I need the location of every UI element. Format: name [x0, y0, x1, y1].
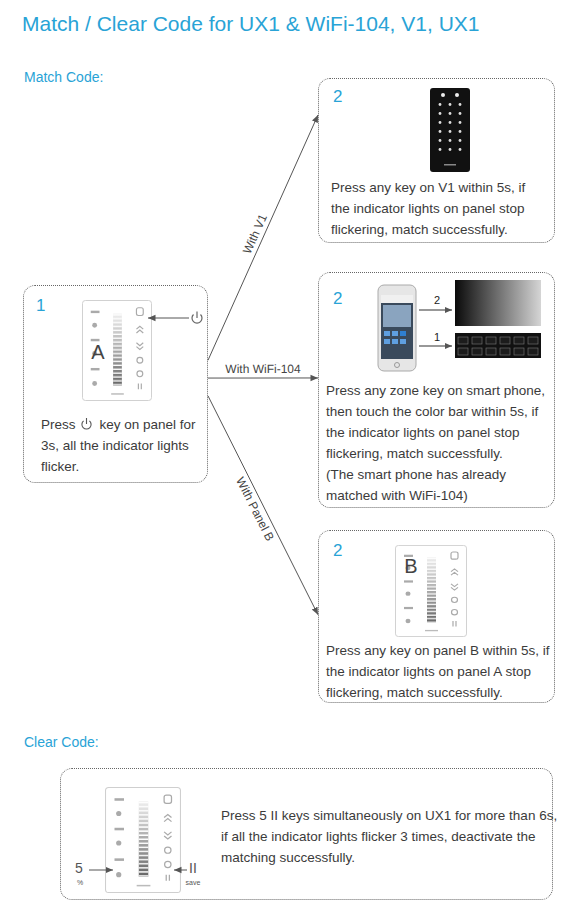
app-content [383, 305, 411, 327]
phone-home-button [395, 363, 400, 368]
callout-number-box: 2 [333, 289, 342, 309]
color-bar-screen [455, 280, 541, 326]
instruction-text: Press any key on panel B within 5s, if t… [326, 643, 550, 700]
app-zone-key [384, 331, 390, 336]
power-bar [196, 312, 197, 319]
app-zone-key [392, 331, 398, 336]
callout-number-box: 2 [333, 541, 342, 561]
callout-number: 2 [333, 541, 342, 560]
callout-label: A [91, 342, 104, 362]
remote-button-grid [435, 100, 465, 154]
instruction-text: (The smart phone has already matched wit… [326, 464, 552, 506]
callout-label: % [77, 879, 83, 886]
app-zone-key [400, 339, 406, 344]
edge-label: With V1 [241, 212, 269, 255]
callout-label: B [404, 556, 417, 576]
edge-label: With Panel B [234, 476, 276, 543]
app-zone-key [392, 339, 398, 344]
callout-number: 2 [333, 289, 342, 308]
callout-number: 1 [36, 296, 45, 315]
power-symbol-inline [82, 418, 91, 429]
instruction-text: Press any zone key on smart phone, then … [326, 380, 552, 464]
flow-arrow [208, 115, 318, 360]
remote-logo [444, 164, 456, 166]
diagram-title: Match / Clear Code for UX1 & WiFi-104, V… [22, 11, 480, 36]
text-block: Presskey on panel for 3s, all the indica… [41, 414, 199, 477]
flow-arrow [208, 396, 318, 615]
edge-label: With WiFi-104 [225, 363, 300, 375]
text-block: Press any zone key on smart phone, then … [326, 380, 552, 506]
callout-label: 1 [434, 332, 440, 343]
panel-b-illustration [396, 545, 467, 636]
remote-button [455, 93, 459, 97]
callout-label: 5 [75, 861, 83, 875]
callout-number-box: 2 [333, 87, 342, 107]
callout-number-box: 1 [36, 296, 45, 316]
section-heading: Clear Code: [24, 735, 99, 749]
callout-number: 2 [333, 87, 342, 106]
panel-a-illustration [82, 300, 151, 400]
leader-arrow [148, 318, 189, 319]
instruction-text: Press 5 II keys simultaneously on UX1 fo… [221, 808, 557, 865]
app-zone-key [384, 339, 390, 344]
callout-label: 2 [434, 295, 440, 306]
leader-arrow [419, 309, 452, 310]
instruction-text: Press any key on V1 within 5s, if the in… [331, 180, 525, 237]
text-block: Press 5 II keys simultaneously on UX1 fo… [221, 805, 561, 868]
power-bar [86, 418, 87, 424]
v1-remote-body [430, 88, 470, 172]
zone-key-grid [456, 335, 540, 357]
phone-screen [381, 295, 413, 359]
callout-label: II [189, 861, 197, 875]
remote-button [441, 93, 445, 97]
app-header [381, 295, 413, 303]
section-heading: Match Code: [24, 70, 103, 84]
text-block: Press any key on panel B within 5s, if t… [326, 640, 556, 703]
phone-body [378, 285, 416, 371]
leader-arrow [174, 870, 187, 871]
leader-arrow [89, 870, 113, 871]
text-block: Press any key on V1 within 5s, if the in… [331, 177, 545, 240]
ux1-panel-illustration [106, 788, 181, 893]
power-symbol [192, 312, 202, 324]
zone-key-screen [455, 333, 541, 358]
flow-arrow [208, 377, 318, 378]
app-zone-key [400, 331, 406, 336]
callout-label: save [186, 879, 201, 886]
leader-arrow [419, 345, 452, 346]
